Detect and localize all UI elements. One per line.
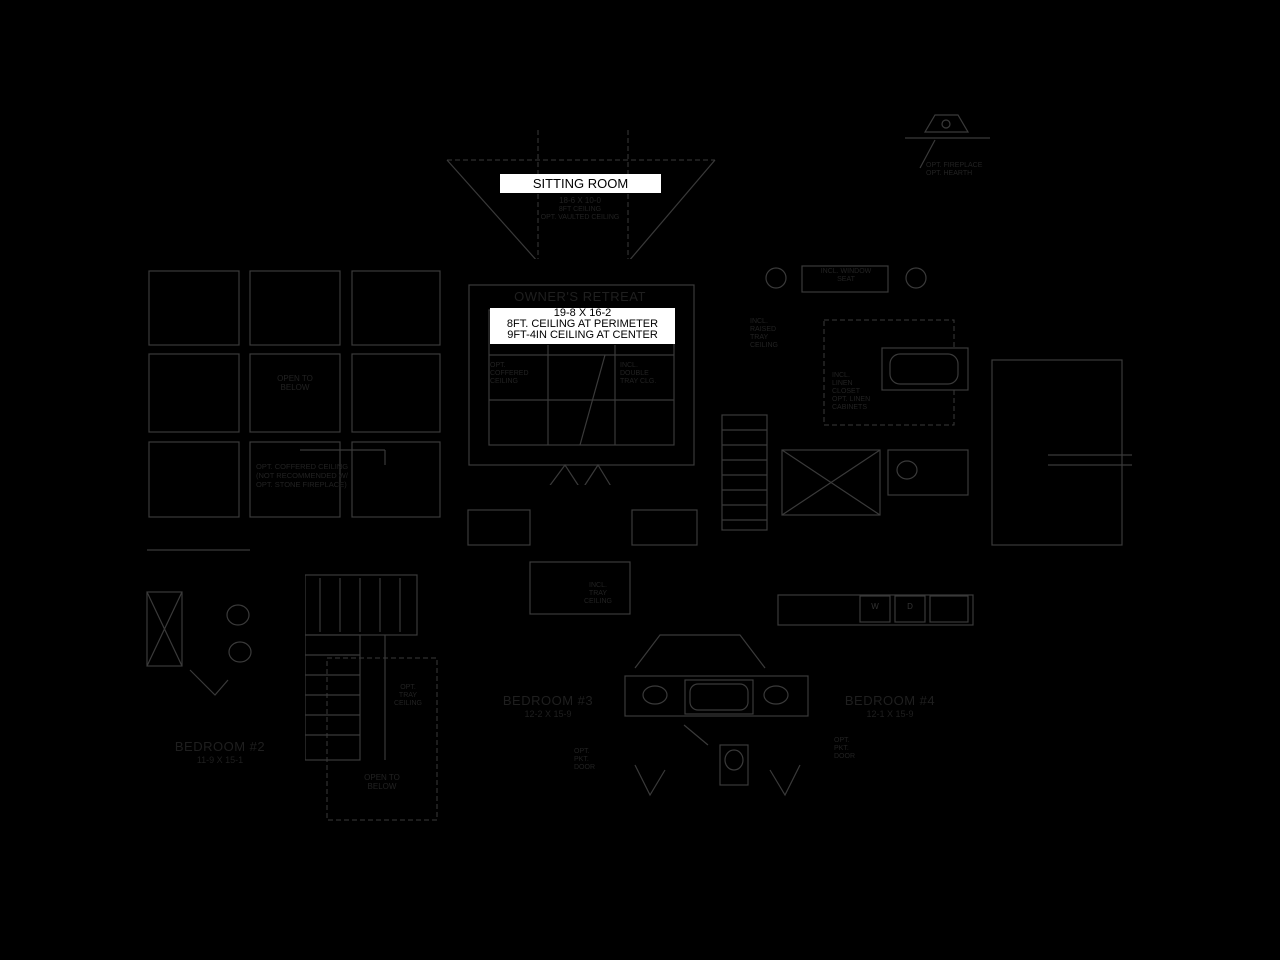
pocket-door-4-note: OPT. PKT. DOOR bbox=[834, 737, 855, 760]
owners-coffered-note: OPT. COFFERED CEILING bbox=[490, 362, 529, 385]
washer-label: W bbox=[871, 602, 879, 611]
sitting-room-title: SITTING ROOM bbox=[500, 174, 661, 193]
fireplace-note: OPT. FIREPLACE OPT. HEARTH bbox=[926, 162, 983, 177]
owners-retreat-title: OWNER'S RETREAT bbox=[514, 289, 646, 304]
open-to-below-lower: OPEN TO BELOW bbox=[364, 773, 400, 791]
hall-tray-note: INCL. TRAY CEILING bbox=[583, 582, 612, 605]
bedrooms-3-4-walls bbox=[457, 627, 978, 858]
owners-retreat-perimeter: 8FT. CEILING AT PERIMETER bbox=[506, 318, 659, 330]
bedroom-2-walls bbox=[137, 521, 305, 862]
owners-retreat-center: 9FT-4IN CEILING AT CENTER bbox=[507, 329, 658, 341]
walk-in-closet-walls bbox=[975, 342, 1141, 563]
owners-retreat-info-box: 19-8 X 16-2 8FT. CEILING AT PERIMETER 9F… bbox=[490, 308, 675, 344]
linen-closet-note: INCL. LINEN CLOSET OPT. LINEN CABINETS bbox=[832, 372, 871, 411]
open-to-below-upper: OPEN TO BELOW bbox=[277, 374, 313, 392]
bedroom-4-title: BEDROOM #4 bbox=[844, 693, 936, 708]
coffered-ceiling-note: OPT. COFFERED CEILING (NOT RECOMMENDED w… bbox=[256, 462, 349, 489]
owners-double-tray-note: INCL. DOUBLE TRAY CLG. bbox=[620, 362, 657, 385]
hall-stairs-walls bbox=[304, 485, 766, 821]
pocket-door-3-note: OPT. PKT. DOOR bbox=[574, 748, 595, 771]
bedroom-2-title: BEDROOM #2 bbox=[174, 739, 266, 754]
sitting-room-walls bbox=[445, 126, 717, 263]
bedroom-2-dims: 11-9 X 15-1 bbox=[196, 755, 244, 765]
fireplace-detail bbox=[813, 102, 1084, 169]
raised-tray-note: INCL. RAISED TRAY CEILING bbox=[750, 318, 779, 349]
sitting-room-dims: 18-6 X 10-0 bbox=[559, 196, 601, 205]
dryer-label: D bbox=[907, 602, 913, 611]
bedroom-3-dims: 12-2 X 15-9 bbox=[524, 709, 572, 719]
bedroom-4-dims: 12-1 X 15-9 bbox=[866, 709, 914, 719]
bedroom-3-title: BEDROOM #3 bbox=[502, 693, 594, 708]
owners-retreat-dims: 19-8 X 16-2 bbox=[553, 307, 612, 319]
opt-tray-note: OPT. TRAY CEILING bbox=[393, 684, 422, 707]
window-seat-note: INCL. WINDOW SEAT bbox=[820, 268, 872, 283]
sitting-room-ceiling: 8FT CEILING bbox=[558, 206, 602, 213]
sitting-room-vault: OPT. VAULTED CEILING bbox=[540, 214, 620, 221]
